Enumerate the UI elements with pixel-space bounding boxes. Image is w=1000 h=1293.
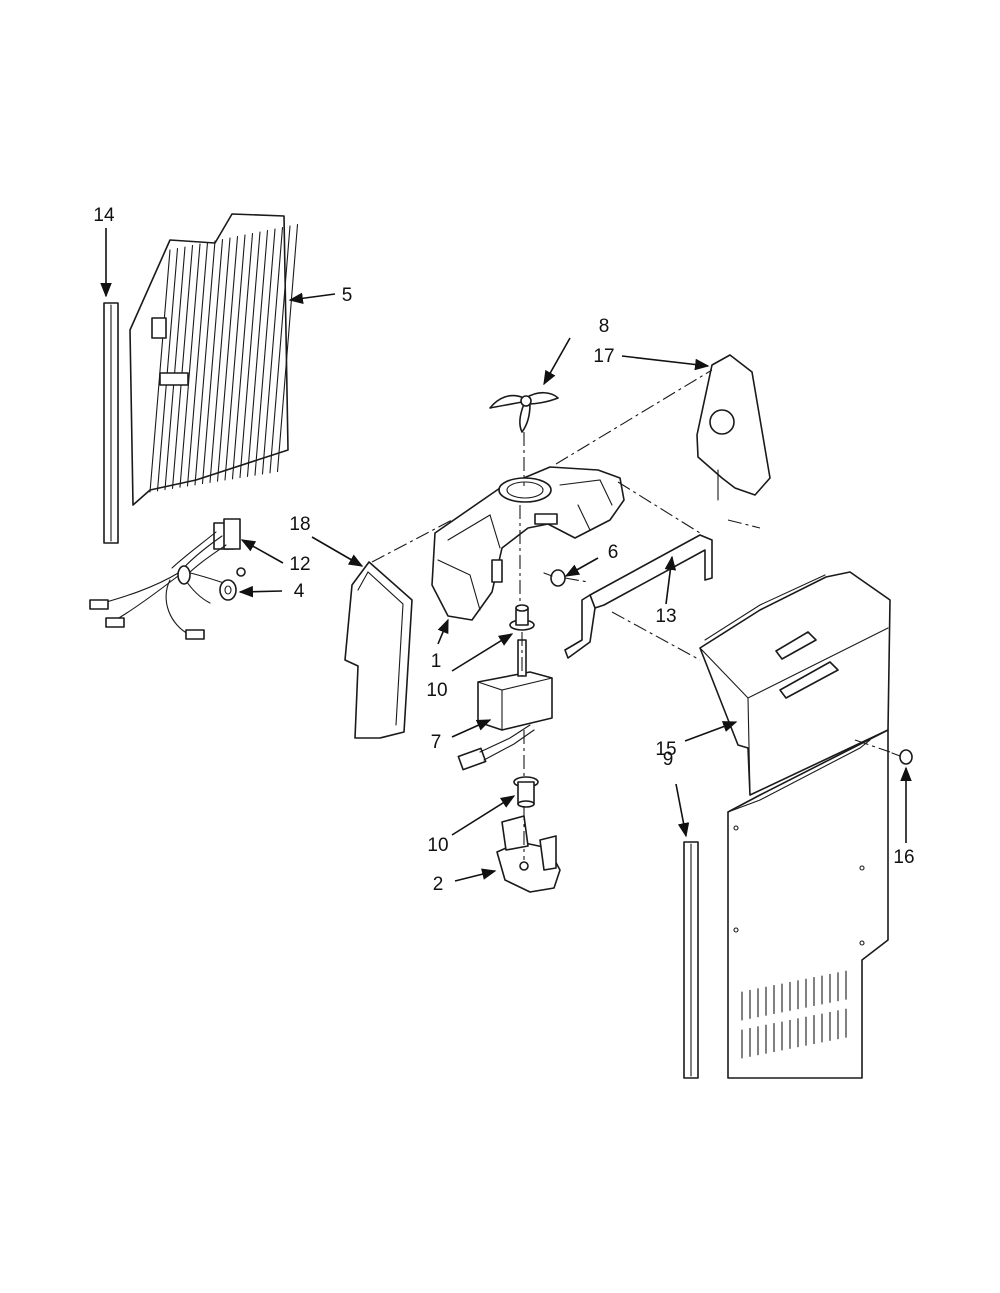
panel-rib [156, 247, 179, 492]
panel-rib [224, 234, 246, 481]
part-6-screw [543, 569, 566, 587]
callout-12: 12 [289, 554, 310, 575]
panel-rib [269, 225, 291, 474]
panel-rib [209, 237, 231, 483]
panel-rib [186, 241, 209, 487]
callout-1: 1 [431, 651, 442, 672]
panel-rib [149, 249, 171, 493]
part-15-cover-panel [699, 571, 891, 1079]
part-13-wire-cover [564, 534, 713, 659]
part-1-fan-housing [431, 466, 625, 621]
callout-18: 18 [289, 514, 310, 535]
part-10-grommet-lower [513, 776, 539, 808]
callout-14: 14 [93, 205, 115, 226]
callout-labels: 14 5 8 17 18 12 4 6 13 1 10 7 15 9 16 10… [93, 205, 914, 895]
callout-15: 15 [655, 739, 676, 760]
part-2-bracket [496, 815, 561, 893]
part-8-fan-blade [489, 391, 559, 433]
callout-10-lower: 10 [427, 835, 448, 856]
callout-5: 5 [342, 285, 353, 306]
callout-7: 7 [431, 732, 442, 753]
callout-6: 6 [608, 542, 619, 563]
callout-2: 2 [433, 874, 444, 895]
callout-8: 8 [599, 316, 610, 337]
panel-rib [261, 226, 284, 475]
leader-arrows [100, 228, 912, 882]
part-17-seal [696, 354, 771, 501]
part-9-strip [683, 841, 699, 1079]
panel-rib [201, 238, 224, 485]
part-4-sensor [219, 579, 237, 601]
callout-17: 17 [593, 346, 614, 367]
part-14-strip [103, 302, 119, 544]
part-10-grommet-upper [509, 604, 535, 631]
callout-4: 4 [294, 581, 305, 602]
callout-16: 16 [893, 847, 914, 868]
callout-13: 13 [655, 606, 676, 627]
callout-9: 9 [663, 749, 674, 770]
alignment-lines [371, 369, 891, 860]
part-7-motor [457, 639, 553, 771]
panel-rib [216, 235, 239, 482]
panel-rib [246, 229, 269, 477]
panel-rib [231, 232, 254, 480]
panel-rib [276, 223, 299, 473]
panel-rib [164, 246, 186, 491]
panel-rib [194, 240, 216, 486]
panel-rib [239, 231, 261, 479]
panel-rib [254, 228, 276, 476]
part-12-wire-harness [89, 518, 246, 640]
callout-10-upper: 10 [426, 680, 447, 701]
part-18-seal [344, 561, 413, 739]
panel-rib [171, 244, 194, 489]
part-5-ribbed-panel [129, 213, 299, 506]
part-16-screw [891, 749, 913, 765]
panel-rib [179, 243, 201, 488]
